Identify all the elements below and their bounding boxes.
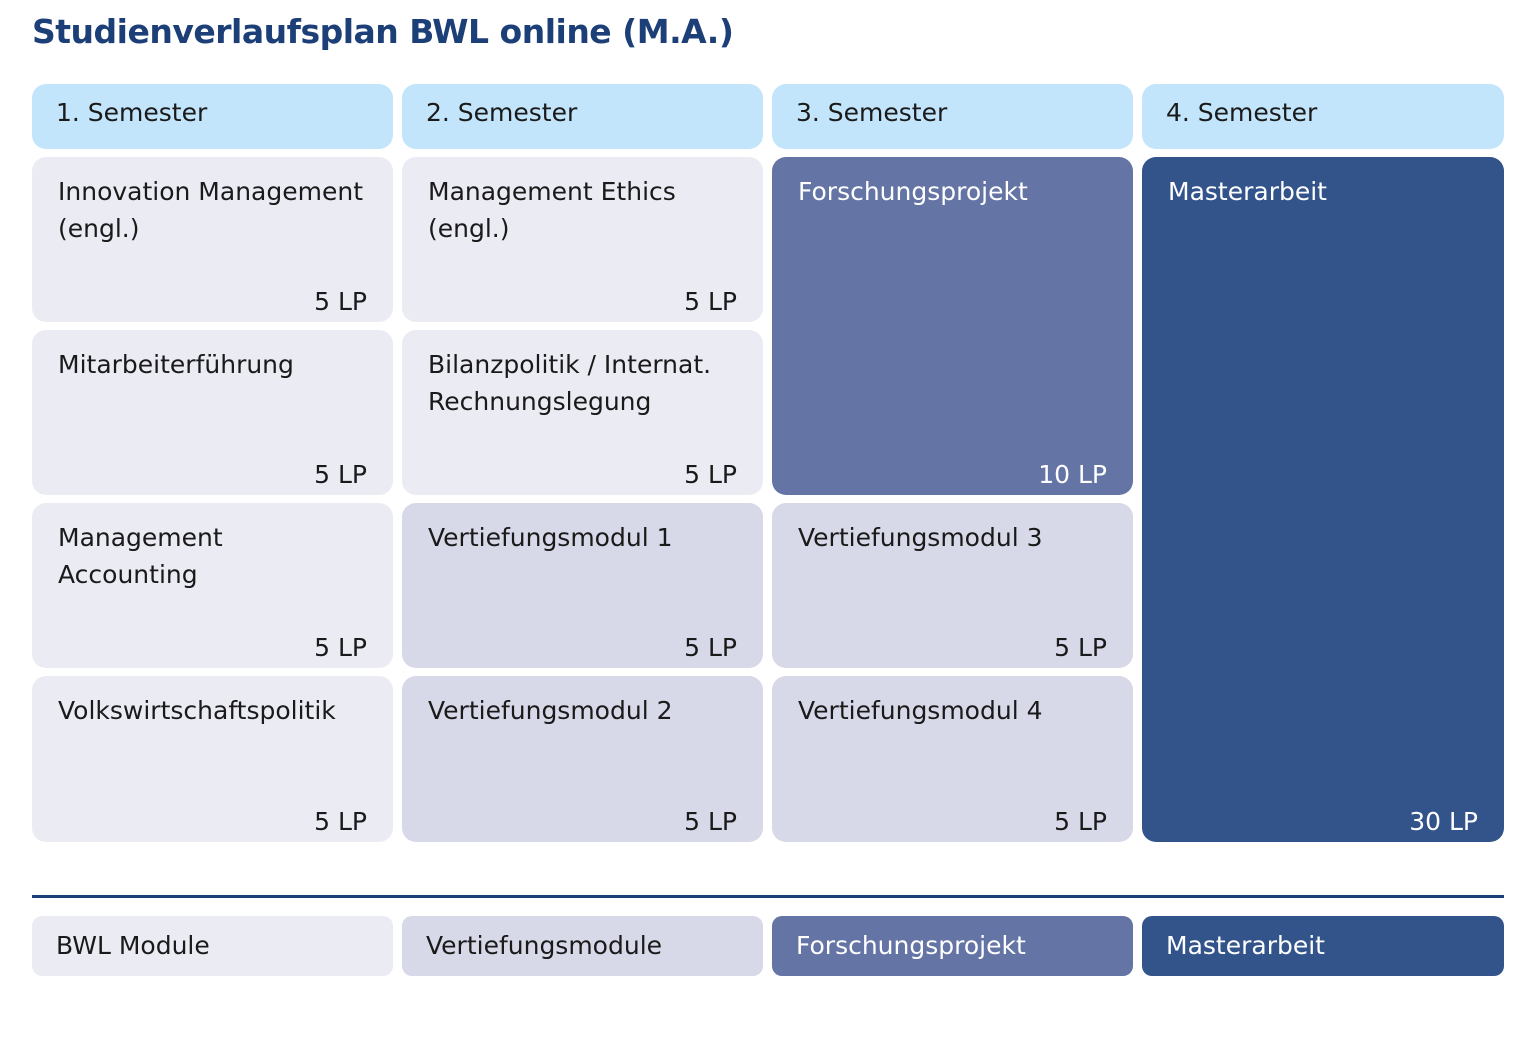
module-name: Mitarbeiterführung <box>58 350 294 379</box>
legend-vertiefungsmodule: Vertiefungsmodule <box>402 916 763 976</box>
module-credits: 5 LP <box>684 287 737 316</box>
module-mitarbeiterfuehrung: Mitarbeiterführung 5 LP <box>32 330 393 495</box>
legend-bwl-module: BWL Module <box>32 916 393 976</box>
module-masterarbeit: Masterarbeit 30 LP <box>1142 157 1504 842</box>
module-name: Innovation Management (engl.) <box>58 177 363 243</box>
module-bilanzpolitik: Bilanzpolitik / Internat. Rechnungslegun… <box>402 330 763 495</box>
module-vertiefungsmodul-2: Vertiefungsmodul 2 5 LP <box>402 676 763 842</box>
legend-forschungsprojekt: Forschungsprojekt <box>772 916 1133 976</box>
module-name: Forschungsprojekt <box>798 177 1028 206</box>
module-name: Volkswirtschaftspolitik <box>58 696 336 725</box>
module-credits: 5 LP <box>314 807 367 836</box>
module-volkswirtschaftspolitik: Volkswirtschaftspolitik 5 LP <box>32 676 393 842</box>
module-credits: 5 LP <box>684 460 737 489</box>
module-credits: 5 LP <box>1054 807 1107 836</box>
module-name: Bilanzpolitik / Internat. Rechnungslegun… <box>428 350 712 416</box>
module-management-ethics: Management Ethics (engl.) 5 LP <box>402 157 763 322</box>
module-name: Management Accounting <box>58 523 223 589</box>
page-title: Studienverlaufsplan BWL online (M.A.) <box>32 12 734 51</box>
module-credits: 5 LP <box>684 807 737 836</box>
semester-2-header: 2. Semester <box>402 84 763 149</box>
module-name: Vertiefungsmodul 4 <box>798 696 1043 725</box>
semester-4-header: 4. Semester <box>1142 84 1504 149</box>
module-name: Vertiefungsmodul 3 <box>798 523 1043 552</box>
module-credits: 30 LP <box>1409 807 1478 836</box>
semester-3-header: 3. Semester <box>772 84 1133 149</box>
module-credits: 5 LP <box>314 460 367 489</box>
study-plan-grid: 1. Semester 2. Semester 3. Semester 4. S… <box>32 84 1504 842</box>
module-credits: 5 LP <box>314 287 367 316</box>
module-vertiefungsmodul-3: Vertiefungsmodul 3 5 LP <box>772 503 1133 668</box>
divider-line <box>32 895 1504 898</box>
module-name: Management Ethics (engl.) <box>428 177 676 243</box>
legend-masterarbeit: Masterarbeit <box>1142 916 1504 976</box>
module-credits: 5 LP <box>684 633 737 662</box>
module-credits: 5 LP <box>314 633 367 662</box>
module-vertiefungsmodul-4: Vertiefungsmodul 4 5 LP <box>772 676 1133 842</box>
module-name: Vertiefungsmodul 1 <box>428 523 673 552</box>
module-name: Vertiefungsmodul 2 <box>428 696 673 725</box>
module-credits: 10 LP <box>1038 460 1107 489</box>
semester-1-header: 1. Semester <box>32 84 393 149</box>
module-management-accounting: Management Accounting 5 LP <box>32 503 393 668</box>
module-credits: 5 LP <box>1054 633 1107 662</box>
module-name: Masterarbeit <box>1168 177 1327 206</box>
module-vertiefungsmodul-1: Vertiefungsmodul 1 5 LP <box>402 503 763 668</box>
module-innovation-management: Innovation Management (engl.) 5 LP <box>32 157 393 322</box>
module-forschungsprojekt: Forschungsprojekt 10 LP <box>772 157 1133 495</box>
